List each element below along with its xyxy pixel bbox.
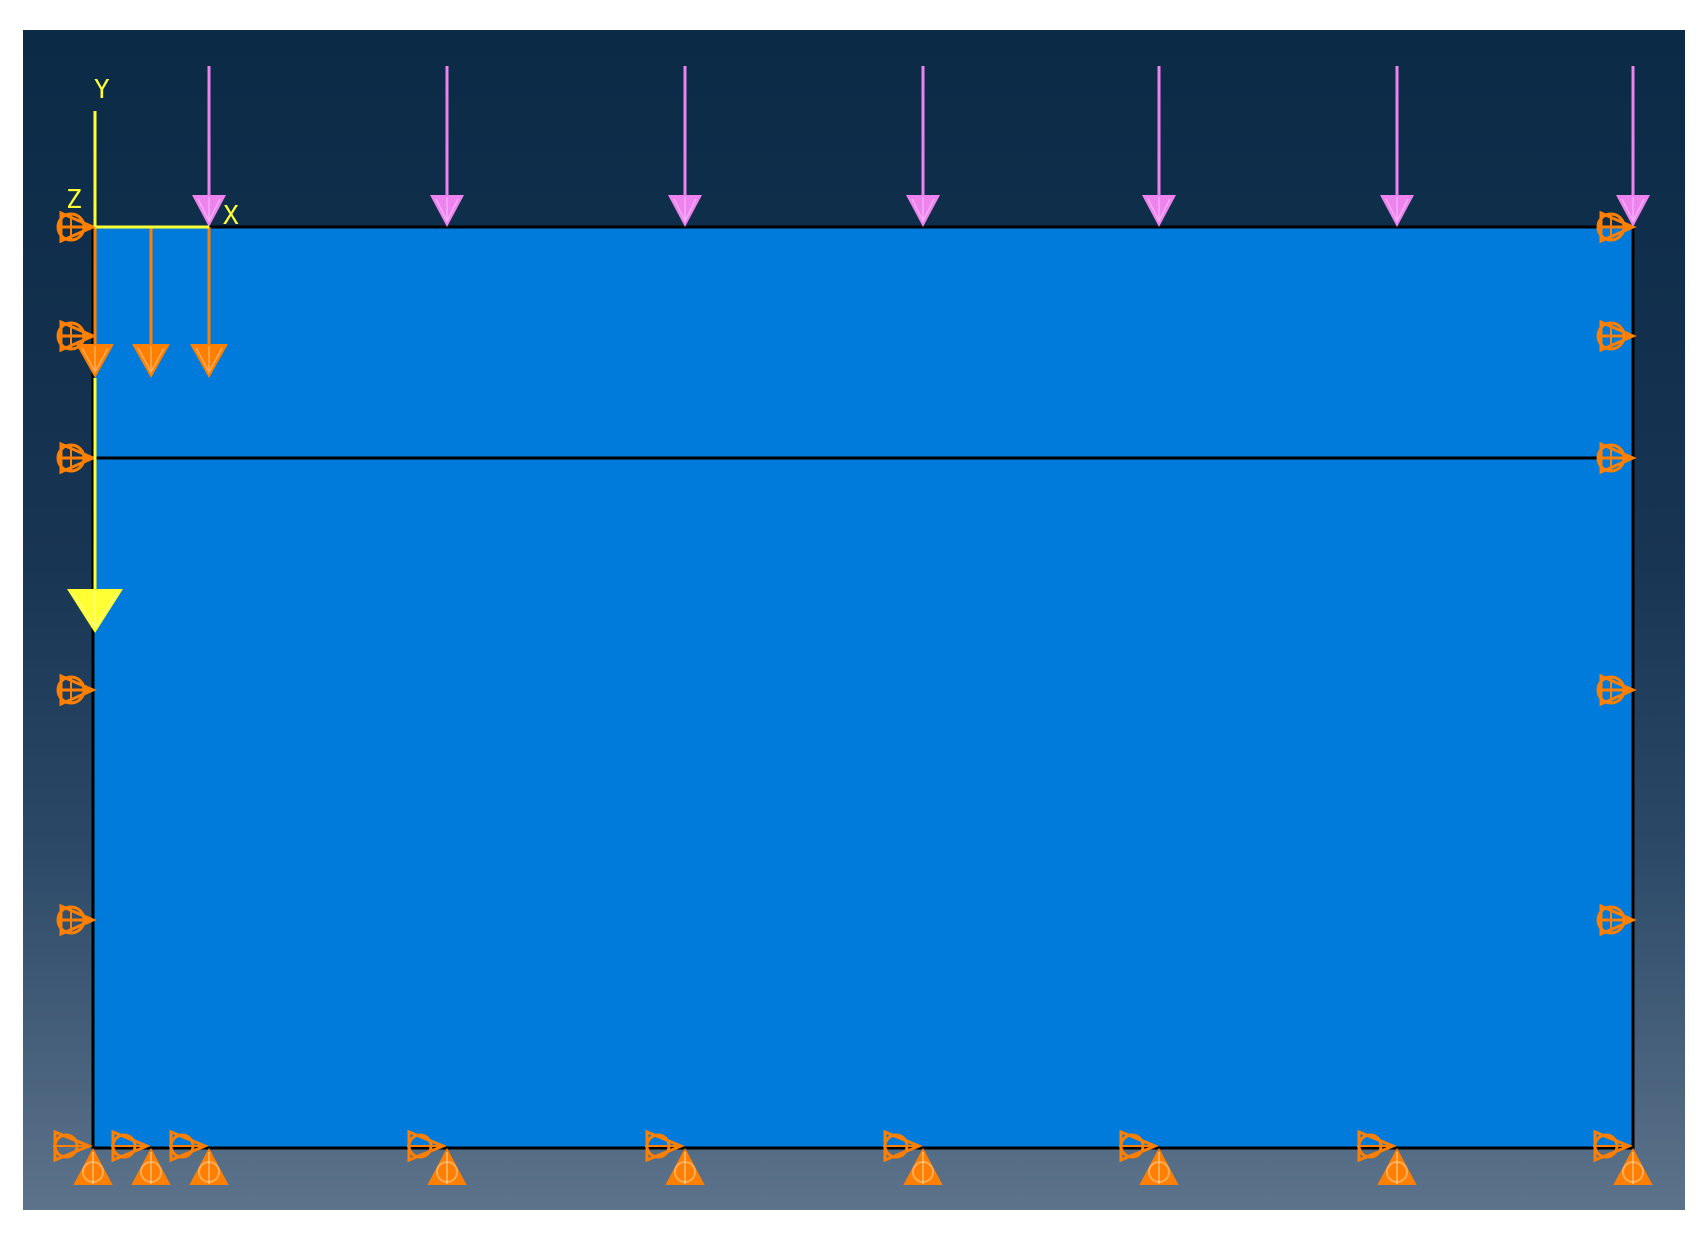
bc-bottom-pinned-7	[1357, 1129, 1417, 1185]
pressure-arrow-0	[192, 66, 226, 227]
bc-bottom-pinned-1	[111, 1129, 171, 1185]
bc-bottom-pinned-4	[645, 1129, 705, 1185]
pressure-arrow-4	[1142, 66, 1176, 227]
bc-bottom-pinned-0	[53, 1129, 113, 1185]
bc-right-roller-2	[1596, 441, 1637, 475]
bc-bottom-pinned-6	[1119, 1129, 1179, 1185]
gravity-arrow	[67, 378, 123, 633]
bc-right-roller-4	[1596, 903, 1637, 937]
triad-z-label: Z	[66, 185, 82, 215]
loads-layer	[67, 66, 1650, 633]
pressure-arrow-3	[906, 66, 940, 227]
body-load-arrow-0	[76, 227, 114, 378]
bc-bottom-pinned-8	[1593, 1129, 1653, 1185]
model-part[interactable]	[91, 225, 1635, 1150]
bc-left-roller-1	[56, 319, 97, 353]
bc-left-roller-4	[56, 903, 97, 937]
bc-right-roller-3	[1596, 673, 1637, 707]
bc-bottom-pinned-5	[883, 1129, 943, 1185]
bc-bottom-pinned-2	[169, 1129, 229, 1185]
bc-left-roller-3	[56, 673, 97, 707]
pressure-arrow-6	[1616, 66, 1650, 227]
bc-bottom-pinned-3	[407, 1129, 467, 1185]
model-view[interactable]: Y Z X	[23, 30, 1685, 1210]
coordinate-triad: Y Z X	[66, 75, 239, 231]
triad-x-label: X	[223, 201, 239, 231]
bc-right-roller-1	[1596, 319, 1637, 353]
bc-left-roller-2	[56, 441, 97, 475]
pressure-arrow-2	[668, 66, 702, 227]
triad-y-label: Y	[94, 75, 110, 105]
viewport-canvas[interactable]: Y Z X	[23, 30, 1685, 1210]
body-load-arrow-1	[132, 227, 170, 378]
bc-left-roller-0	[56, 210, 97, 244]
body-load-arrow-2	[190, 227, 228, 378]
bc-right-roller-0	[1596, 210, 1637, 244]
pressure-arrow-1	[430, 66, 464, 227]
pressure-arrow-5	[1380, 66, 1414, 227]
boundary-conditions-layer	[53, 210, 1653, 1185]
